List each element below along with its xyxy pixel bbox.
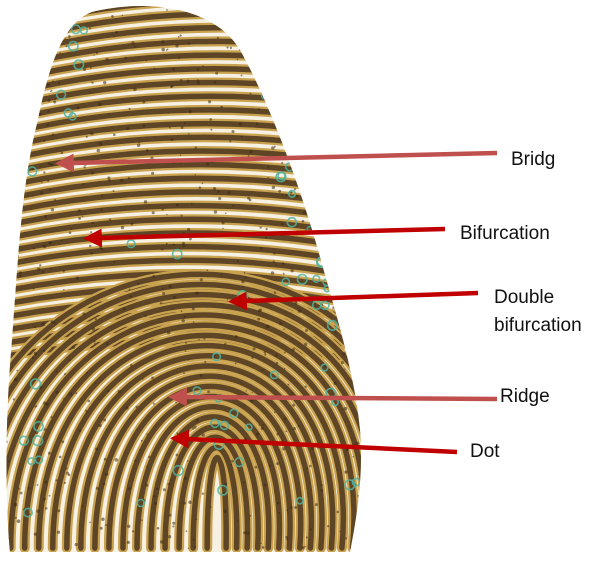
label-bridge: Bridg	[511, 146, 555, 174]
label-bifurcation: Bifurcation	[460, 220, 550, 248]
label-dot: Dot	[470, 438, 500, 466]
fingerprint-image	[0, 0, 418, 563]
label-ridge: Ridge	[500, 383, 550, 411]
label-double-bifurcation-line1: Double	[494, 284, 582, 312]
label-double-bifurcation-line2: bifurcation	[494, 312, 582, 340]
arrow-ridge	[185, 397, 497, 399]
label-double-bifurcation: Double bifurcation	[494, 284, 582, 339]
